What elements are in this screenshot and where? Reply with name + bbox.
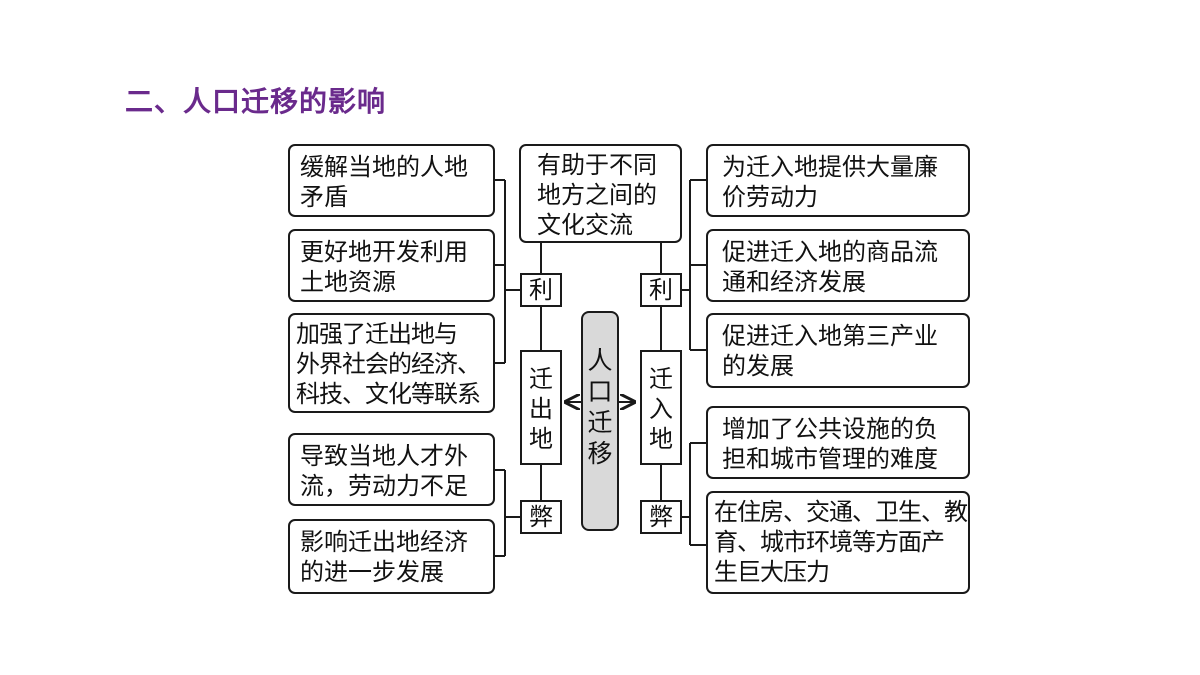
out-benefit-line: 缓解当地的人地 — [300, 153, 468, 181]
out-benefit-line: 外界社会的经济、 — [296, 350, 481, 378]
out-benefit-box: 更好地开发利用 土地资源 — [288, 229, 495, 302]
in-harm-line: 育、城市环境等方面产 — [714, 528, 945, 556]
center-char: 移 — [587, 439, 613, 468]
out-benefit-line: 更好地开发利用 — [300, 238, 468, 266]
out-region-label: 迁 出 地 — [520, 350, 562, 465]
shared-benefit-box: 有助于不同 地方之间的 文化交流 — [519, 144, 682, 243]
out-benefit-box: 缓解当地的人地 矛盾 — [288, 144, 495, 217]
in-harm-line: 生巨大压力 — [714, 558, 830, 586]
out-benefit-line: 加强了迁出地与 — [296, 320, 458, 348]
migration-center-node: 人 口 迁 移 — [581, 311, 619, 531]
in-benefit-line: 价劳动力 — [722, 183, 818, 211]
out-harm-line: 流，劳动力不足 — [300, 472, 468, 500]
out-region-char: 迁 — [529, 365, 553, 393]
out-benefit-line: 矛盾 — [300, 183, 348, 211]
out-harm-line: 的进一步发展 — [300, 558, 444, 586]
shared-benefit-line: 有助于不同 — [537, 151, 657, 179]
out-region-char: 出 — [529, 395, 553, 423]
in-benefit-box: 为迁入地提供大量廉 价劳动力 — [706, 144, 970, 217]
out-benefit-line: 科技、文化等联系 — [296, 380, 481, 408]
in-region-char: 迁 — [649, 365, 673, 393]
in-benefit-line: 促进迁入地第三产业 — [722, 322, 938, 350]
out-benefit-box: 加强了迁出地与 外界社会的经济、 科技、文化等联系 — [288, 313, 495, 413]
out-harm-line: 导致当地人才外 — [300, 442, 468, 470]
in-region-char: 入 — [649, 395, 673, 423]
center-char: 口 — [587, 377, 613, 406]
in-harm-label: 弊 — [640, 500, 682, 534]
in-harm-box: 增加了公共设施的负 担和城市管理的难度 — [706, 406, 970, 479]
out-region-char: 地 — [529, 425, 553, 453]
shared-benefit-line: 文化交流 — [537, 211, 633, 239]
in-benefit-box: 促进迁入地的商品流 通和经济发展 — [706, 229, 970, 302]
center-char: 迁 — [587, 408, 613, 437]
center-char: 人 — [587, 346, 613, 375]
in-benefit-label: 利 — [640, 273, 682, 307]
in-harm-line: 担和城市管理的难度 — [722, 445, 938, 473]
in-benefit-line: 促进迁入地的商品流 — [722, 238, 938, 266]
shared-benefit-line: 地方之间的 — [537, 181, 657, 209]
out-benefit-label: 利 — [520, 273, 562, 307]
in-benefit-line: 为迁入地提供大量廉 — [722, 153, 938, 181]
out-harm-line: 影响迁出地经济 — [300, 528, 468, 556]
out-benefit-line: 土地资源 — [300, 268, 396, 296]
in-harm-box: 在住房、交通、卫生、教 育、城市环境等方面产 生巨大压力 — [706, 491, 970, 594]
in-harm-line: 在住房、交通、卫生、教 — [714, 498, 968, 526]
out-harm-box: 影响迁出地经济 的进一步发展 — [288, 519, 495, 594]
page-title: 二、人口迁移的影响 — [125, 85, 387, 118]
in-harm-line: 增加了公共设施的负 — [722, 415, 938, 443]
in-benefit-line: 通和经济发展 — [722, 268, 866, 296]
in-benefit-line: 的发展 — [722, 352, 794, 380]
in-region-label: 迁 入 地 — [640, 350, 682, 465]
in-benefit-box: 促进迁入地第三产业 的发展 — [706, 313, 970, 388]
out-harm-box: 导致当地人才外 流，劳动力不足 — [288, 433, 495, 506]
out-harm-label: 弊 — [520, 500, 562, 534]
in-region-char: 地 — [649, 425, 673, 453]
